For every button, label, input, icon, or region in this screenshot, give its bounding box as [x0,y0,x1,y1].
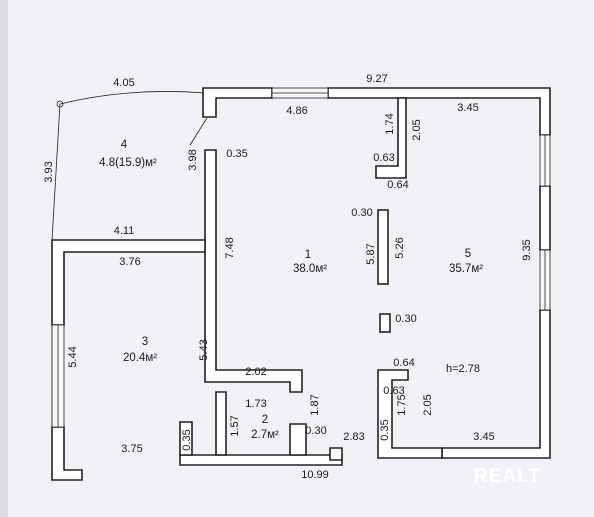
dim-room4-bottom: 4.11 [114,225,135,237]
dim-room3-top: 3.76 [119,256,140,268]
dim-niche-height: 2.05 [411,119,423,140]
dim-room2-width: 1.73 [245,398,266,410]
room-3-area: 20.4м² [123,352,157,364]
dim-top-house: 9.27 [366,73,387,85]
dim-room2-right: 1.87 [309,394,321,415]
dim-room3-bottom: 3.75 [121,443,142,455]
dim-niche-small-a: 0.63 [373,152,394,164]
room-5-number: 5 [465,248,471,260]
dim-partition-len: 7.48 [224,237,236,258]
room-2-number: 2 [262,414,268,426]
watermark-logo: REALT [474,466,541,487]
dim-room2-top: 2.02 [245,366,266,378]
dim-diag-wall: 3.98 [187,149,199,170]
dim-small-square: 0.30 [395,313,416,325]
dim-partition-len-lower: 5.43 [198,339,210,360]
dim-column-len-a: 5.87 [365,243,377,264]
windows [51,87,551,428]
dim-lower-niche: 2.05 [422,394,434,415]
dim-pillar-top: 0.64 [393,357,414,369]
dim-bottom-total: 10.99 [301,469,329,481]
room-2-area: 2.7м² [251,429,279,441]
room-1-area: 38.0м² [293,263,327,275]
room-4-number: 4 [121,139,128,151]
dim-right-wall: 9.35 [521,239,533,260]
dim-room5-bottom: 3.45 [473,431,494,443]
walls [51,87,551,481]
room-3-number: 3 [142,336,148,348]
dim-room2-left: 1.57 [229,415,241,436]
dim-top-terrace: 4.05 [113,77,134,89]
dim-pillar-mid: 0.63 [383,385,404,397]
dim-terrace-height: 3.93 [43,161,55,182]
room-4-area: 4.8(15.9)м² [99,157,157,169]
room-5-area: 35.7м² [449,263,483,275]
dim-niche-depth: 1.74 [384,113,396,134]
room-1-number: 1 [305,249,311,261]
watermark-text: REALT [474,466,541,487]
dimension-labels: 4.05 9.27 4.86 3.45 3.93 3.98 0.35 1.74 … [43,73,533,481]
dim-column-len-b: 5.26 [394,237,406,258]
dim-room2-right-thick: 0.30 [305,425,326,437]
dim-niche-small-b: 0.64 [387,179,408,191]
dim-top-room1: 4.86 [286,105,307,117]
dim-top-room5: 3.45 [457,102,478,114]
dim-room3-height: 5.44 [67,346,79,367]
dim-pillar-len: 1.75 [396,394,408,415]
room-labels: 4 4.8(15.9)м² 1 38.0м² 5 35.7м² 3 20.4м²… [99,139,483,441]
ceiling-height: h=2.78 [446,363,480,375]
dim-door-gap: 2.83 [343,431,364,443]
dim-wall-bottom-left: 0.35 [181,429,193,450]
dim-column-thickness: 0.30 [351,207,372,219]
dim-partition-thickness: 0.35 [226,148,247,160]
dim-pillar-thick: 0.35 [379,419,391,440]
